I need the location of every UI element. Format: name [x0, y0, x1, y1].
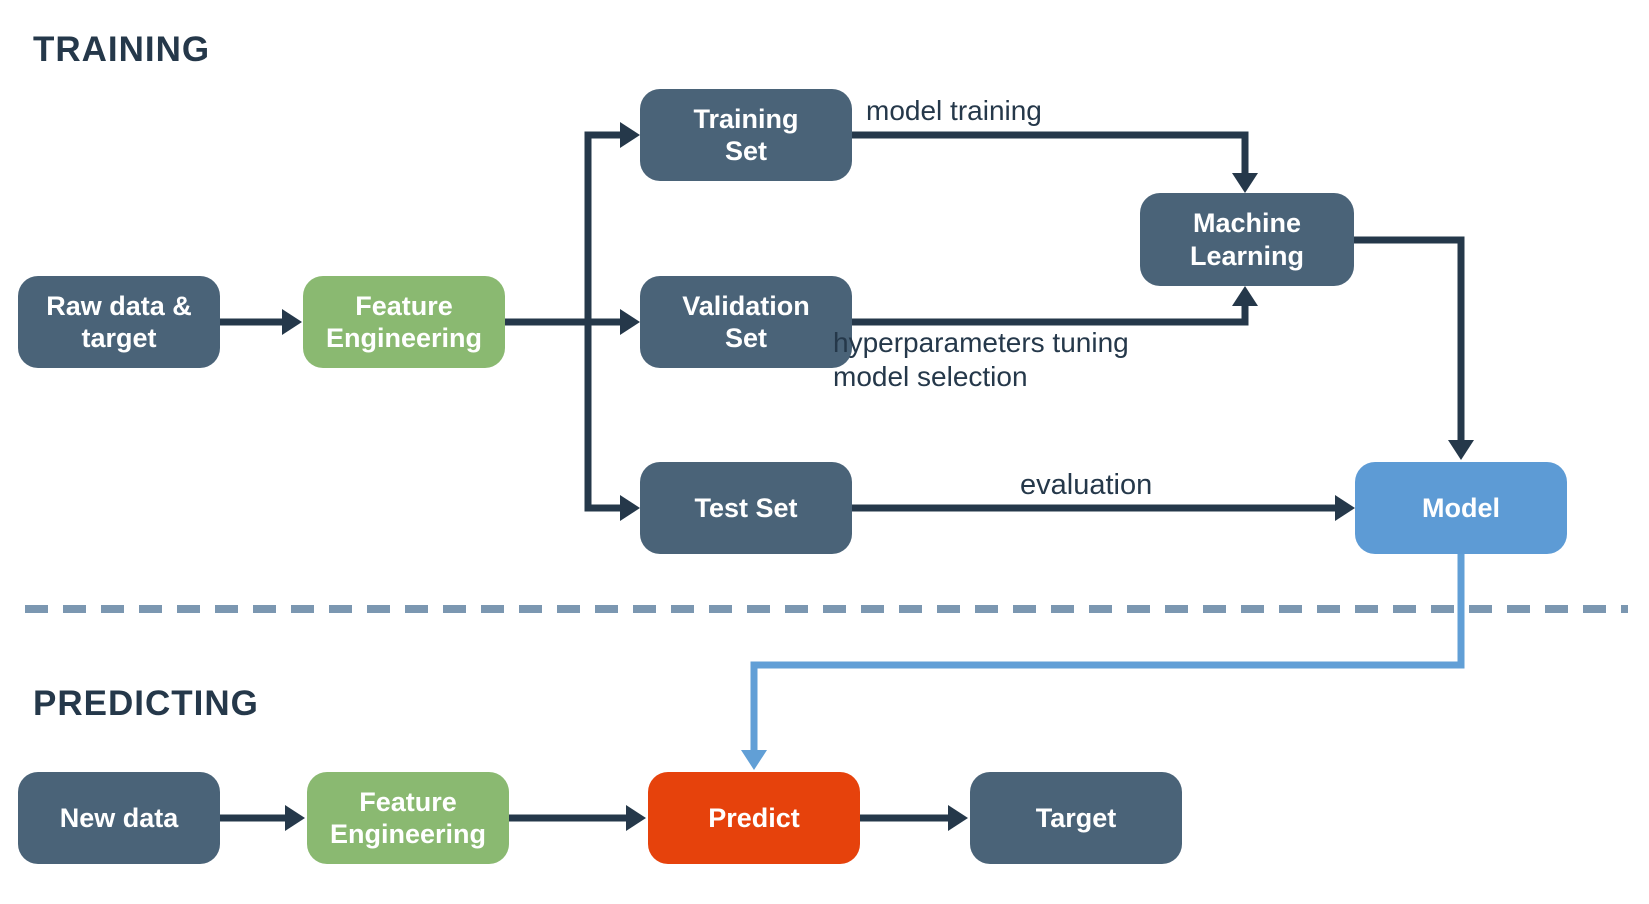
edge-model-to-predict	[750, 554, 1465, 750]
node-training-set: Training Set	[640, 89, 852, 181]
edge-trainingset-to-ml	[852, 131, 1249, 173]
node-raw-data-target: Raw data & target	[18, 276, 220, 368]
node-target: Target	[970, 772, 1182, 864]
edge-ml-to-model	[1354, 236, 1465, 440]
node-test-set: Test Set	[640, 462, 852, 554]
edge-label-evaluation: evaluation	[1020, 469, 1153, 501]
node-predict: Predict	[648, 772, 860, 864]
arrowhead-ml-to-model	[1448, 440, 1474, 460]
edge-label-model-training: model training	[866, 95, 1042, 126]
arrowhead-trainingset-to-ml	[1232, 173, 1258, 193]
node-machine-learning: Machine Learning	[1140, 193, 1354, 286]
arrowhead-feature-to-validation	[620, 309, 640, 335]
node-model: Model	[1355, 462, 1567, 554]
arrowhead-newdata-to-feature	[285, 805, 305, 831]
arrowhead-rawdata-to-feature	[282, 309, 302, 335]
arrowhead-testset-to-model	[1335, 495, 1355, 521]
arrowhead-branch-to-testset	[620, 495, 640, 521]
node-feature-engineering-training: Feature Engineering	[303, 276, 505, 368]
node-validation-set: Validation Set	[640, 276, 852, 368]
arrowhead-branch-to-trainingset	[620, 122, 640, 148]
node-new-data: New data	[18, 772, 220, 864]
arrowhead-feature-to-predict	[626, 805, 646, 831]
edge-label-hyperparameters-tuning: hyperparameters tuning model selection	[833, 327, 1129, 392]
edge-validationset-to-ml	[852, 306, 1249, 326]
arrowhead-predict-to-target	[948, 805, 968, 831]
arrowhead-model-to-predict	[741, 750, 767, 770]
training-section-title: TRAINING	[33, 30, 211, 69]
node-feature-engineering-predicting: Feature Engineering	[307, 772, 509, 864]
predicting-section-title: PREDICTING	[33, 684, 259, 723]
arrowhead-validationset-to-ml	[1232, 286, 1258, 306]
